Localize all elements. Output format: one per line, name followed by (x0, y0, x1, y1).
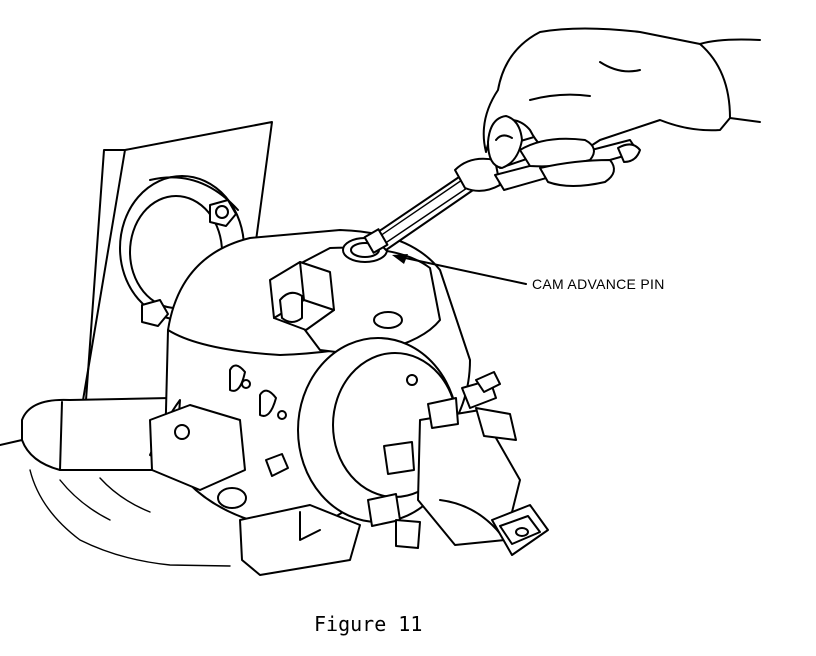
distributor-head (297, 337, 549, 556)
advance-housing (269, 237, 441, 356)
hand (482, 27, 761, 187)
cam-advance-pin-label: CAM ADVANCE PIN (532, 276, 665, 292)
bench-vise (0, 397, 231, 567)
callout-leader (392, 254, 527, 285)
figure-caption: Figure 11 (314, 612, 423, 636)
delivery-fittings (367, 371, 517, 549)
